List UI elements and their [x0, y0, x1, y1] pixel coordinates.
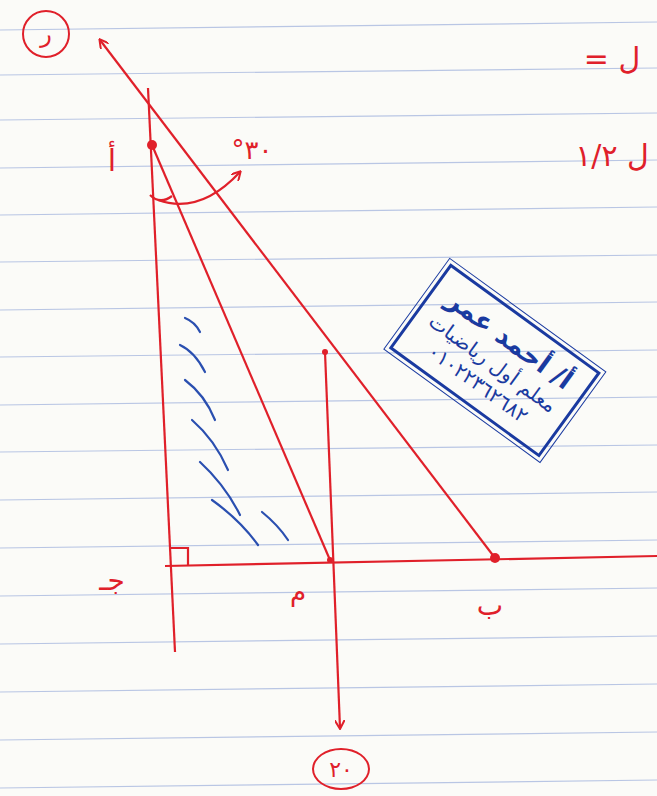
node-text: ٢٠	[329, 757, 353, 782]
node-text: ر	[40, 20, 52, 48]
teacher-stamp: أ/ أحمد عمرمعلم أول رياضيات٠١٠٢٢٣٦٢٦٨٢	[389, 263, 601, 457]
circled-label: ٢٠	[312, 748, 370, 790]
note-text: ل =	[584, 41, 640, 76]
point-label: أ	[108, 143, 116, 178]
circled-label: ر	[22, 10, 70, 58]
note-text: ل ١/٢	[575, 138, 649, 173]
point-label: م	[290, 577, 306, 607]
angle-label: ٣٠°	[232, 135, 273, 165]
point-label: جـ	[99, 564, 125, 597]
point-label: ب	[477, 589, 503, 622]
